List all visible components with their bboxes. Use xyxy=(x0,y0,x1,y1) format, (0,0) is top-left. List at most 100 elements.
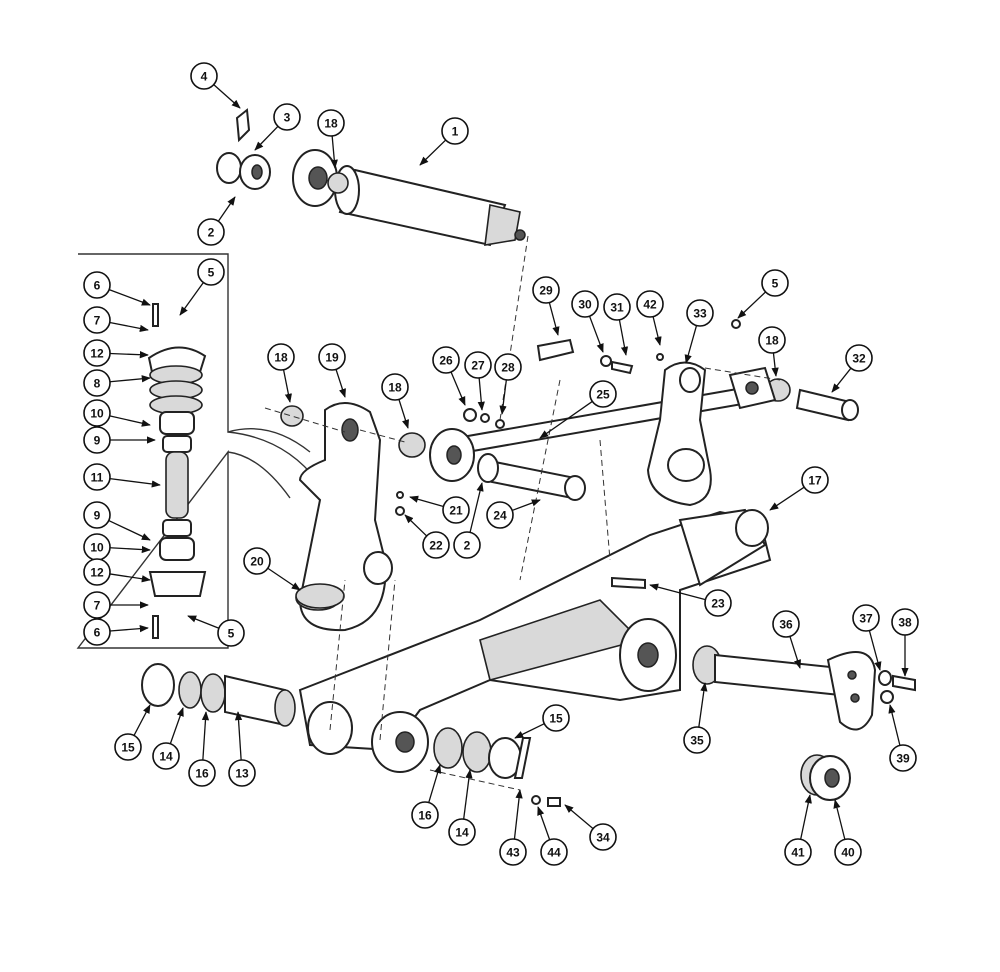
callout-6: 6 xyxy=(83,271,111,299)
callout-38: 38 xyxy=(891,608,919,636)
callout-number: 7 xyxy=(94,314,101,328)
callout-26: 26 xyxy=(432,346,460,374)
leader-line-23 xyxy=(649,583,706,601)
small-hardware xyxy=(295,319,741,807)
callout-number: 41 xyxy=(791,846,805,860)
callout-circle xyxy=(432,346,460,374)
callout-circle xyxy=(571,290,599,318)
callout-circle xyxy=(197,218,225,246)
callout-number: 10 xyxy=(90,407,104,421)
callout-circle xyxy=(83,558,111,586)
callout-circle xyxy=(83,399,111,427)
callout-circle xyxy=(83,618,111,646)
leader-line-10 xyxy=(109,415,151,427)
callout-36: 36 xyxy=(772,610,800,638)
callout-number: 12 xyxy=(90,566,104,580)
callout-circle xyxy=(83,306,111,334)
callout-number: 6 xyxy=(94,626,101,640)
callout-number: 37 xyxy=(859,612,873,626)
leader-line-22 xyxy=(404,514,428,537)
callout-number: 12 xyxy=(90,347,104,361)
callout-number: 16 xyxy=(195,767,209,781)
callout-35: 35 xyxy=(683,726,711,754)
callout-44: 44 xyxy=(540,838,568,866)
callout-circle xyxy=(83,339,111,367)
leader-line-5 xyxy=(187,615,220,629)
callout-20: 20 xyxy=(243,547,271,575)
callout-34: 34 xyxy=(589,823,617,851)
callout-circle xyxy=(267,343,295,371)
callout-number: 39 xyxy=(896,752,910,766)
callout-12: 12 xyxy=(83,339,111,367)
callout-number: 27 xyxy=(471,359,485,373)
callout-circle xyxy=(499,838,527,866)
callout-24: 24 xyxy=(486,501,514,529)
callout-15: 15 xyxy=(542,704,570,732)
callout-9: 9 xyxy=(83,426,111,454)
callout-29: 29 xyxy=(532,276,560,304)
callout-number: 9 xyxy=(94,509,101,523)
knuckle-casting xyxy=(646,361,712,507)
inset-connector xyxy=(227,431,319,499)
callout-circle xyxy=(422,531,450,559)
callout-39: 39 xyxy=(889,744,917,772)
leader-line-15 xyxy=(133,704,151,736)
callout-number: 24 xyxy=(493,509,507,523)
callout-number: 17 xyxy=(808,474,822,488)
callout-circle xyxy=(834,838,862,866)
callout-circle xyxy=(845,344,873,372)
callout-number: 7 xyxy=(94,599,101,613)
leader-line-40 xyxy=(833,799,846,840)
callout-12: 12 xyxy=(83,558,111,586)
leader-line-7 xyxy=(109,321,149,332)
callout-circle xyxy=(442,496,470,524)
leader-line-17 xyxy=(769,486,805,511)
callout-circle xyxy=(758,326,786,354)
leader-line-28 xyxy=(499,379,507,415)
leader-line-18 xyxy=(771,352,779,377)
callout-16: 16 xyxy=(411,801,439,829)
callout-number: 33 xyxy=(693,307,707,321)
leader-lines xyxy=(108,84,909,840)
callout-number: 5 xyxy=(208,266,215,280)
callout-circle xyxy=(441,117,469,145)
leader-line-25 xyxy=(539,400,593,439)
callout-22: 22 xyxy=(422,531,450,559)
leader-line-43 xyxy=(513,789,523,840)
leader-line-12 xyxy=(109,351,149,359)
callout-circle xyxy=(243,547,271,575)
callout-15: 15 xyxy=(114,733,142,761)
callout-32: 32 xyxy=(845,344,873,372)
callout-circle xyxy=(801,466,829,494)
callout-number: 25 xyxy=(596,388,610,402)
callout-circle xyxy=(761,269,789,297)
leader-line-2 xyxy=(469,482,484,533)
callout-number: 23 xyxy=(711,597,725,611)
callout-number: 14 xyxy=(159,750,173,764)
callout-11: 11 xyxy=(83,463,111,491)
callout-circle xyxy=(190,62,218,90)
callout-circle xyxy=(603,293,631,321)
callout-circle xyxy=(494,353,522,381)
callout-30: 30 xyxy=(571,290,599,318)
callout-23: 23 xyxy=(704,589,732,617)
callout-9: 9 xyxy=(83,501,111,529)
castle-nut-group xyxy=(216,108,271,190)
leader-line-19 xyxy=(335,369,346,398)
leader-line-30 xyxy=(588,315,604,353)
callout-circle xyxy=(704,589,732,617)
callout-number: 22 xyxy=(429,539,443,553)
leader-line-27 xyxy=(477,377,485,411)
callout-number: 5 xyxy=(228,627,235,641)
leader-line-15 xyxy=(514,723,545,739)
callout-2: 2 xyxy=(453,531,481,559)
callout-number: 18 xyxy=(324,117,338,131)
callout-number: 14 xyxy=(455,826,469,840)
callout-circle xyxy=(83,426,111,454)
leader-line-37 xyxy=(868,630,882,671)
callout-10: 10 xyxy=(83,399,111,427)
callout-circle xyxy=(318,343,346,371)
leader-line-14 xyxy=(169,707,184,744)
pivot-bolt xyxy=(477,453,586,501)
